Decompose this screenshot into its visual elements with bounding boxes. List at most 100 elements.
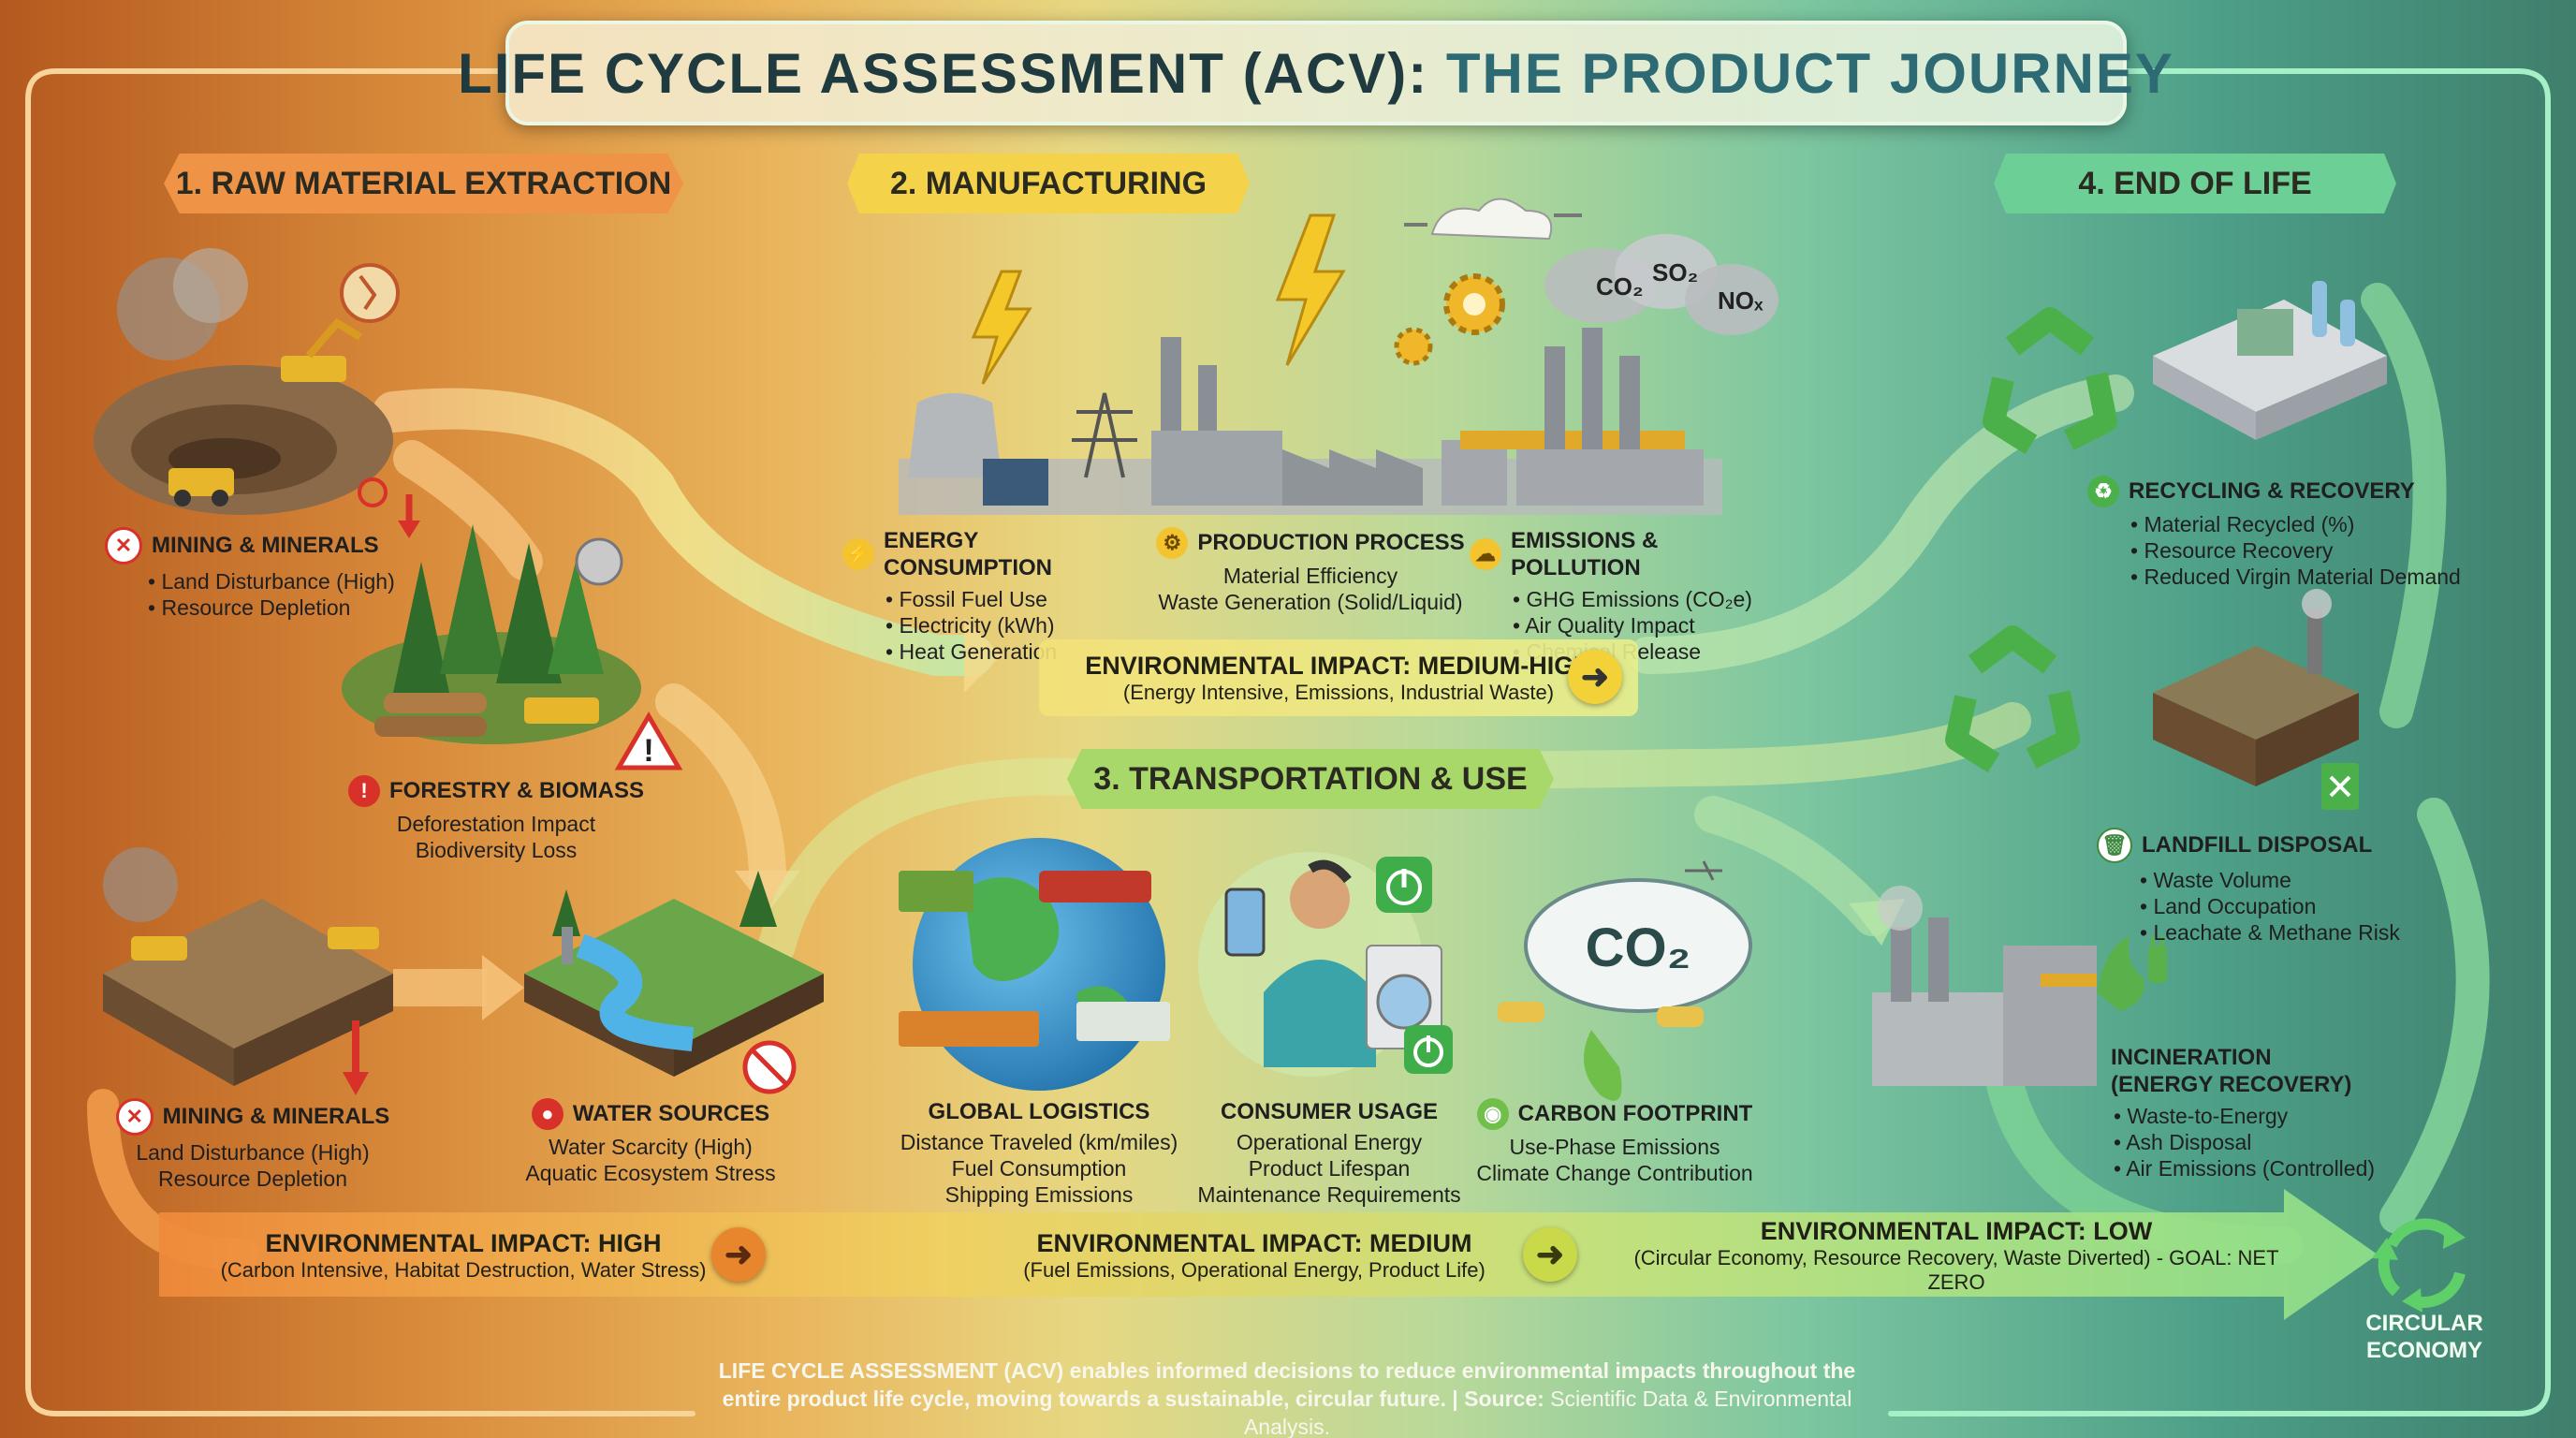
impact-subtitle: (Fuel Emissions, Operational Energy, Pro… [1023, 1257, 1486, 1282]
river-illustration [524, 871, 824, 1077]
category-item: Water Scarcity (High) [549, 1135, 753, 1159]
category-item: Waste Generation (Solid/Liquid) [1158, 590, 1463, 615]
lightning-icon [1275, 213, 1346, 366]
category-item: Shipping Emissions [944, 1182, 1134, 1208]
impact-transport-arrow-icon: ➜ [1523, 1227, 1577, 1282]
impact-subtitle: (Carbon Intensive, Habitat Destruction, … [220, 1257, 707, 1282]
impact-manufacturing-arrow-icon: ➜ [1568, 650, 1622, 704]
warning-icon: ! [614, 712, 683, 770]
category-landfill: 🗑LANDFILL DISPOSAL Waste Volume Land Occ… [2097, 828, 2452, 946]
category-energy: ⚡ENERGY CONSUMPTION Fossil Fuel Use Elec… [842, 527, 1151, 665]
category-item: Air Emissions (Controlled) [2114, 1155, 2396, 1181]
lightning-icon [971, 270, 1032, 385]
category-item: Use-Phase Emissions [1509, 1135, 1720, 1159]
category-item: Resource Recovery [2130, 537, 2462, 564]
category-item: Land Occupation [2140, 893, 2452, 919]
category-title: INCINERATION [2111, 1045, 2272, 1070]
title-box: LIFE CYCLE ASSESSMENT (ACV): THE PRODUCT… [458, 21, 2173, 125]
title-accent: THE PRODUCT JOURNEY [1445, 41, 2174, 105]
page-title: LIFE CYCLE ASSESSMENT (ACV): THE PRODUCT… [458, 41, 2174, 106]
category-item: Fuel Consumption [951, 1156, 1127, 1181]
category-title: EMISSIONS & POLLUTION [1511, 528, 1659, 581]
saw-blade-icon [575, 537, 623, 586]
category-item: Air Quality Impact [1513, 612, 1788, 638]
category-water: ●WATER SOURCES Water Scarcity (High) Aqu… [510, 1098, 791, 1186]
category-title: WATER SOURCES [572, 1101, 770, 1127]
co2-cloud-label: CO₂ [1586, 917, 1691, 978]
stage-banner-raw-material: 1. RAW MATERIAL EXTRACTION [164, 154, 683, 213]
impact-raw: ENVIRONMENTAL IMPACT: HIGH (Carbon Inten… [178, 1217, 749, 1294]
power-icon [1376, 857, 1432, 913]
impact-title: ENVIRONMENTAL IMPACT: LOW [1760, 1216, 2153, 1245]
category-item: Distance Traveled (km/miles) [900, 1130, 1178, 1155]
recycle-icon [1983, 307, 2117, 455]
category-title: FORESTRY & BIOMASS [388, 778, 645, 804]
cloud-so2: SO₂ [1652, 258, 1698, 286]
forest-illustration [342, 524, 641, 744]
category-item: Reduced Virgin Material Demand [2130, 564, 2462, 590]
frame-line [25, 68, 695, 1416]
gear-icon: ⚙ [1156, 527, 1189, 559]
recycle-icon [1945, 625, 2080, 773]
flow-arrow [1694, 796, 1891, 936]
category-subtitle: (ENERGY RECOVERY) [2111, 1072, 2352, 1098]
category-recycling: ♻RECYCLING & RECOVERY Material Recycled … [2087, 476, 2462, 590]
flame-icon [2097, 936, 2144, 1011]
pollution-clouds: CO₂ SO₂ NOₓ [1544, 234, 1778, 335]
footprint-icon: ◉ [1476, 1098, 1509, 1130]
cloud-cycle-icon [1404, 198, 1582, 241]
category-item: Material Recycled (%) [2130, 511, 2462, 537]
incinerator-illustration [1872, 886, 2097, 1086]
category-mining-bottom: ✕MINING & MINERALS Land Disturbance (Hig… [94, 1098, 412, 1192]
category-item: Deforestation Impact [396, 812, 596, 836]
category-title: PRODUCTION PROCESS [1197, 530, 1465, 556]
svg-text:!: ! [643, 733, 653, 769]
water-drop-icon: ● [531, 1098, 564, 1130]
impact-end: ENVIRONMENTAL IMPACT: LOW (Circular Econ… [1629, 1217, 2284, 1294]
category-item: Material Efficiency [1222, 564, 1398, 588]
category-production: ⚙PRODUCTION PROCESS Material Efficiency … [1151, 527, 1470, 615]
co2-cloud-illustration: CO₂ [1498, 860, 1752, 1101]
landfill-illustration [2153, 589, 2359, 786]
category-item: Heat Generation [886, 638, 1151, 665]
category-title: MINING & MINERALS [162, 1104, 390, 1130]
category-title: MINING & MINERALS [152, 533, 379, 559]
globe-illustration [899, 838, 1170, 1091]
category-item: Fossil Fuel Use [886, 586, 1151, 612]
recycling-plant-illustration [2153, 281, 2387, 440]
category-item: Operational Energy [1236, 1130, 1423, 1155]
flow-arrow [2361, 283, 2447, 728]
category-title: GLOBAL LOGISTICS [928, 1099, 1150, 1124]
category-item: Climate Change Contribution [1476, 1161, 1753, 1186]
footer-text: LIFE CYCLE ASSESSMENT (ACV) enables info… [718, 1358, 1856, 1411]
stage-banner-manufacturing: 2. MANUFACTURING [847, 154, 1250, 213]
gear-icon [1394, 273, 1505, 366]
category-incineration: INCINERATION (ENERGY RECOVERY) Waste-to-… [2059, 1044, 2396, 1181]
power-icon [1404, 1025, 1453, 1074]
category-title: CARBON FOOTPRINT [1517, 1101, 1753, 1127]
category-title: CONSUMER USAGE [1220, 1099, 1439, 1124]
cloud-co2: CO₂ [1596, 272, 1644, 301]
recycle-icon: ♻ [2087, 476, 2119, 507]
stage-banner-end-of-life: 4. END OF LIFE [1994, 154, 2396, 213]
category-item: Ash Disposal [2114, 1129, 2396, 1155]
cloud-icon: ☁ [1470, 538, 1501, 571]
impact-subtitle: (Energy Intensive, Emissions, Industrial… [1122, 680, 1555, 704]
flow-arrow [373, 388, 994, 676]
mine-pit-illustration [94, 248, 393, 515]
consumer-illustration [1198, 852, 1442, 1077]
impact-title: ENVIRONMENTAL IMPACT: MEDIUM [1036, 1228, 1472, 1257]
lightning-icon: ⚡ [842, 538, 874, 571]
impact-flow-band [159, 1189, 2378, 1320]
circular-line1: CIRCULAR [2365, 1311, 2483, 1336]
category-item: Resource Depletion [157, 1167, 347, 1192]
flow-arrow [2379, 798, 2490, 1234]
category-item: Leachate & Methane Risk [2140, 919, 2452, 946]
terrain-block-illustration [103, 847, 393, 1086]
category-mining-top: ✕MINING & MINERALS Land Disturbance (Hig… [105, 527, 461, 621]
category-item: Waste-to-Energy [2114, 1103, 2396, 1129]
impact-title: ENVIRONMENTAL IMPACT: MEDIUM-HIGH [1085, 651, 1592, 680]
category-item: Maintenance Requirements [1197, 1182, 1461, 1208]
